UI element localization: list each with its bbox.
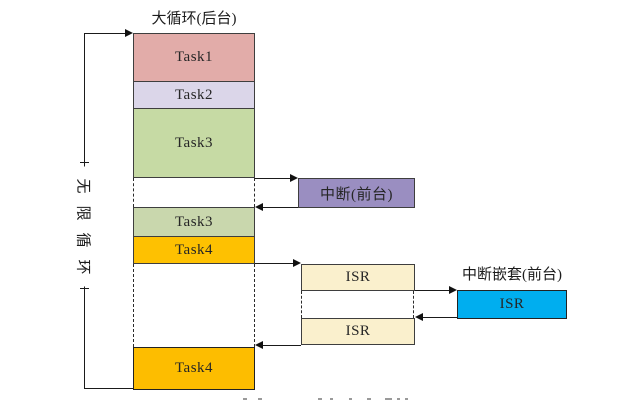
loop-label-bottom-tick xyxy=(80,288,89,289)
task-label: Task3 xyxy=(174,134,214,151)
arrow-isr-to-nested-head-icon xyxy=(449,286,457,294)
arrow-isr-return-to-task4-head-icon xyxy=(255,341,263,349)
arrow-task4-to-isr-line xyxy=(255,263,294,264)
loop-label-top-tick xyxy=(80,162,89,163)
infinite-loop-label: 无限循环 xyxy=(74,166,94,287)
arrow-task3-to-interrupt-line xyxy=(255,178,291,179)
stack-gap2-dashed-left xyxy=(133,264,134,347)
task-label: Task4 xyxy=(174,241,214,258)
task-box-task3: Task3 xyxy=(133,108,255,178)
task-box-task4-resumed: Task4 xyxy=(133,347,255,390)
task-label: Task2 xyxy=(174,86,214,103)
stack-gap2-dashed-right xyxy=(254,264,255,347)
arrow-isr-to-nested-line xyxy=(415,290,450,291)
task-label: Task4 xyxy=(174,360,214,376)
stack-gap1-dashed-left xyxy=(133,178,134,207)
loop-entry-arrowhead-icon xyxy=(125,29,133,37)
nested-isr-label: ISR xyxy=(499,296,525,312)
isr-label: ISR xyxy=(345,323,371,339)
isr-box-1: ISR xyxy=(301,264,415,291)
arrow-interrupt-return-head-icon xyxy=(255,203,263,211)
arrow-nested-return-line xyxy=(422,317,457,318)
stack-gap1-dashed-right xyxy=(254,178,255,207)
arrow-task3-to-interrupt-head-icon xyxy=(290,174,298,182)
interrupt-label: 中断(前台) xyxy=(320,186,393,203)
nested-interrupt-title: 中断嵌套(前台) xyxy=(462,267,562,283)
isr-box-2: ISR xyxy=(301,318,415,345)
arrow-nested-return-head-icon xyxy=(415,313,423,321)
isr-gap-dashed-left xyxy=(301,291,302,318)
isr-gap-dashed-right xyxy=(413,291,414,318)
arrow-task4-to-isr-head-icon xyxy=(293,259,301,267)
task-label: Task3 xyxy=(174,213,214,230)
task-box-task2: Task2 xyxy=(133,81,255,109)
task-box-task1: Task1 xyxy=(133,33,255,82)
task-box-task4: Task4 xyxy=(133,236,255,264)
arrow-interrupt-return-line xyxy=(262,207,298,208)
task-label: Task1 xyxy=(174,49,214,65)
loop-return-line xyxy=(84,388,134,389)
arrow-isr-return-to-task4-line xyxy=(262,345,301,346)
task-box-task3-resumed: Task3 xyxy=(133,207,255,237)
diagram-title: 大循环(后台) xyxy=(151,11,237,27)
loop-entry-arrow-line xyxy=(84,33,125,34)
isr-label: ISR xyxy=(345,269,371,285)
interrupt-foreground-box: 中断(前台) xyxy=(298,178,415,208)
nested-isr-box: ISR xyxy=(457,290,567,319)
